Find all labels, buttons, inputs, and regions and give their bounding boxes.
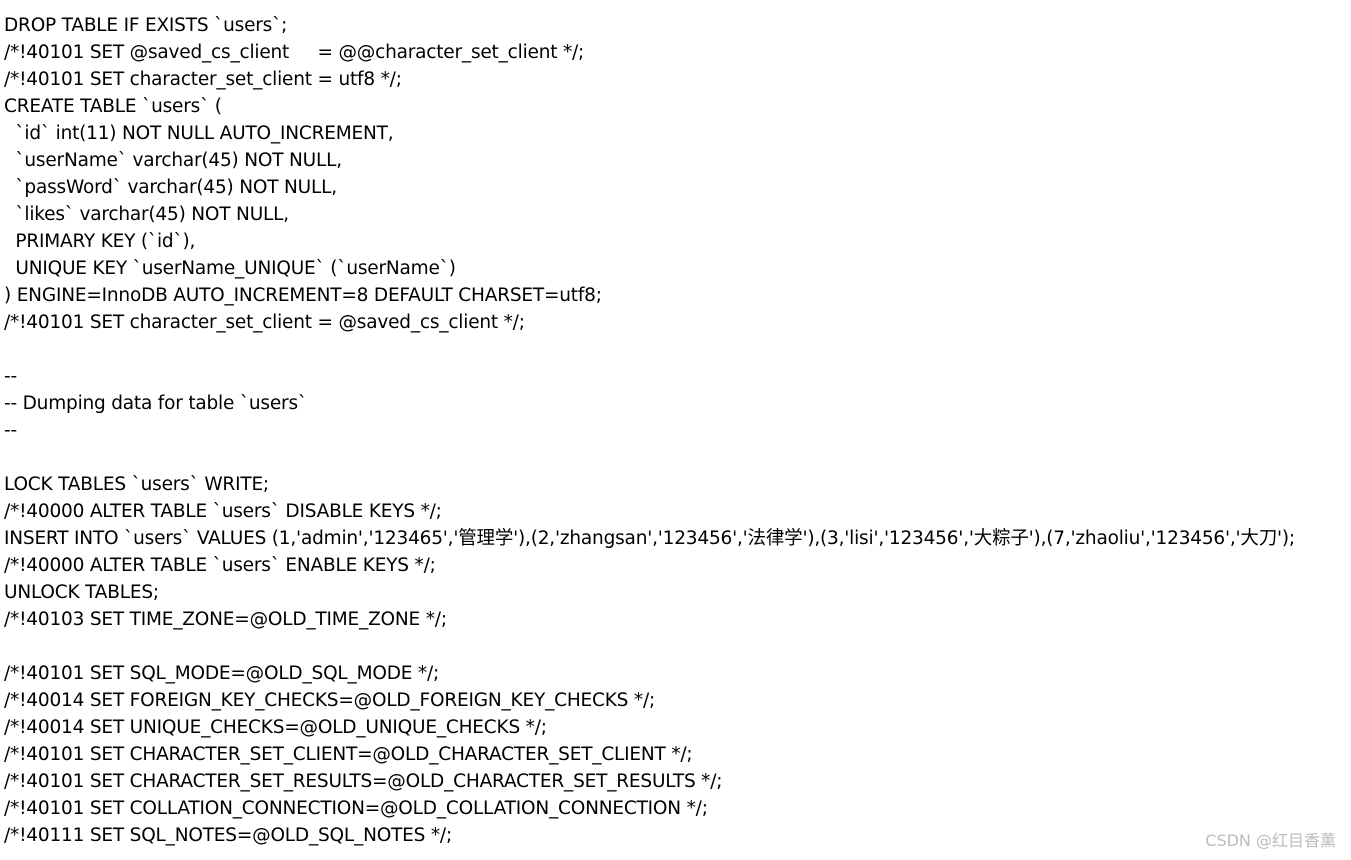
sql-line: /*!40000 ALTER TABLE `users` ENABLE KEYS… (4, 555, 436, 576)
sql-line (4, 633, 1351, 660)
sql-line (4, 336, 1351, 363)
sql-line: DROP TABLE IF EXISTS `users`; (4, 15, 288, 36)
sql-line: /*!40014 SET FOREIGN_KEY_CHECKS=@OLD_FOR… (4, 690, 656, 711)
sql-line: /*!40101 SET @saved_cs_client = @@charac… (4, 42, 585, 63)
sql-line: ) ENGINE=InnoDB AUTO_INCREMENT=8 DEFAULT… (4, 285, 602, 306)
sql-line (4, 444, 1351, 471)
sql-dump-text: DROP TABLE IF EXISTS `users`; /*!40101 SE… (4, 12, 1351, 849)
sql-line: /*!40000 ALTER TABLE `users` DISABLE KEY… (4, 501, 442, 522)
sql-line: UNIQUE KEY `userName_UNIQUE` (`userName`… (4, 258, 456, 279)
sql-line: /*!40103 SET TIME_ZONE=@OLD_TIME_ZONE */… (4, 609, 447, 630)
sql-line: /*!40101 SET CHARACTER_SET_CLIENT=@OLD_C… (4, 744, 693, 765)
sql-line: LOCK TABLES `users` WRITE; (4, 474, 269, 495)
sql-line: -- (4, 420, 17, 441)
sql-line: -- Dumping data for table `users` (4, 393, 307, 414)
sql-line: `likes` varchar(45) NOT NULL, (4, 204, 289, 225)
sql-line: /*!40101 SET CHARACTER_SET_RESULTS=@OLD_… (4, 771, 723, 792)
sql-line: `id` int(11) NOT NULL AUTO_INCREMENT, (4, 123, 394, 144)
sql-line: /*!40111 SET SQL_NOTES=@OLD_SQL_NOTES */… (4, 825, 452, 846)
sql-line: /*!40014 SET UNIQUE_CHECKS=@OLD_UNIQUE_C… (4, 717, 547, 738)
sql-line: `userName` varchar(45) NOT NULL, (4, 150, 342, 171)
watermark: CSDN @红目香薰 (1205, 831, 1336, 850)
sql-line: CREATE TABLE `users` ( (4, 96, 222, 117)
sql-line: -- (4, 366, 17, 387)
sql-line: PRIMARY KEY (`id`), (4, 231, 196, 252)
sql-line: /*!40101 SET COLLATION_CONNECTION=@OLD_C… (4, 798, 708, 819)
sql-line: INSERT INTO `users` VALUES (1,'admin','1… (4, 528, 1295, 549)
sql-line: `passWord` varchar(45) NOT NULL, (4, 177, 337, 198)
sql-line: /*!40101 SET SQL_MODE=@OLD_SQL_MODE */; (4, 663, 440, 684)
sql-line: UNLOCK TABLES; (4, 582, 159, 603)
sql-line: /*!40101 SET character_set_client = @sav… (4, 312, 525, 333)
sql-line: /*!40101 SET character_set_client = utf8… (4, 69, 402, 90)
